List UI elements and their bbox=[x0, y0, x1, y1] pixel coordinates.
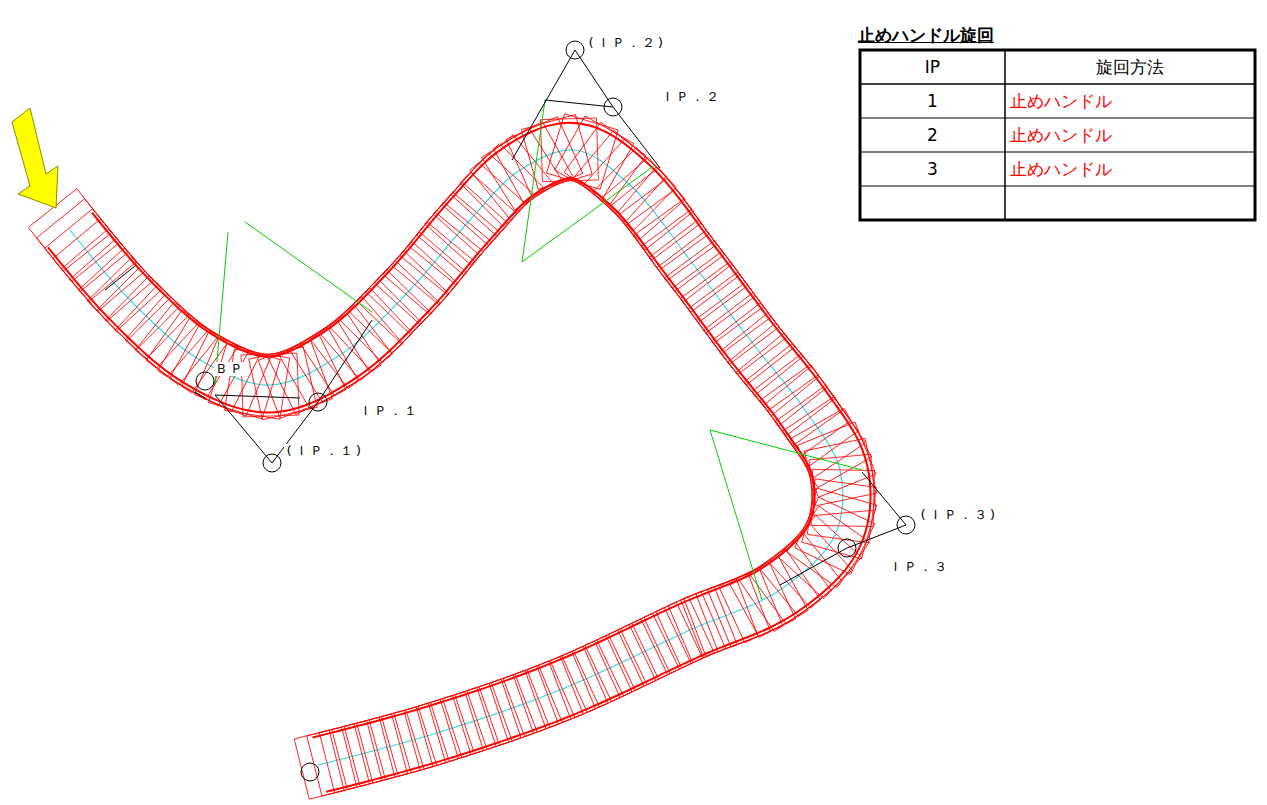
table-header: IP bbox=[860, 58, 1005, 77]
table-cell: 1 bbox=[860, 92, 1005, 111]
table-cell: 止めハンドル bbox=[1010, 92, 1112, 111]
vehicle-outline bbox=[626, 189, 709, 271]
method-table bbox=[860, 50, 1255, 220]
vehicle-outline bbox=[719, 563, 796, 643]
vehicle-outline bbox=[547, 114, 619, 190]
vehicle-outline bbox=[268, 334, 346, 414]
vehicle-outline bbox=[665, 241, 748, 323]
ip-lines bbox=[105, 50, 906, 585]
point-label: (ＩＰ．１) bbox=[284, 444, 366, 458]
vehicle-outline bbox=[641, 210, 724, 292]
vehicle-outline bbox=[759, 533, 842, 616]
vehicle-outline bbox=[506, 117, 582, 196]
vehicle-outline bbox=[443, 688, 496, 758]
vehicle-outline bbox=[632, 608, 691, 679]
guide-lines bbox=[215, 100, 862, 600]
vehicle-outline bbox=[620, 613, 679, 684]
vehicle-outline bbox=[608, 619, 667, 690]
vehicle-outline bbox=[673, 251, 756, 333]
vehicle-outline bbox=[708, 569, 783, 648]
ip-circles bbox=[196, 41, 915, 781]
vehicle-outline bbox=[634, 199, 717, 281]
vehicle-outline bbox=[649, 220, 732, 302]
table-cell: 2 bbox=[860, 126, 1005, 145]
vehicle-outline bbox=[783, 396, 866, 477]
point-label: ＢＰ bbox=[214, 362, 246, 376]
vehicle-outline bbox=[135, 302, 218, 385]
vehicle-outline bbox=[618, 178, 701, 260]
table-header: 旋回方法 bbox=[1005, 58, 1255, 77]
point-label: (ＩＰ．２) bbox=[586, 36, 668, 50]
vehicle-outline bbox=[169, 324, 248, 405]
vehicle-outline bbox=[684, 578, 758, 656]
envelope-line bbox=[48, 178, 815, 737]
table-cell: 止めハンドル bbox=[1010, 160, 1112, 179]
vehicle-outline bbox=[681, 587, 737, 658]
table-cell: 3 bbox=[860, 160, 1005, 179]
vehicle-outline bbox=[696, 574, 771, 652]
vehicle-outline bbox=[597, 625, 656, 696]
vehicle-outline bbox=[790, 408, 872, 487]
vehicle-outline bbox=[585, 630, 644, 701]
table-cell: 止めハンドル bbox=[1010, 126, 1112, 145]
vehicle-outline bbox=[182, 331, 260, 411]
point-label: ＩＰ．２ bbox=[660, 90, 722, 104]
vehicle-outline bbox=[555, 116, 634, 197]
entry-arrow bbox=[12, 108, 58, 208]
point-label: ＩＰ．３ bbox=[888, 560, 950, 574]
vehicle-outline bbox=[225, 349, 290, 419]
vehicle-outline bbox=[258, 341, 332, 419]
vehicle-outline bbox=[775, 386, 858, 468]
vehicle-outline bbox=[657, 230, 740, 312]
center-line bbox=[70, 150, 843, 765]
vehicle-outline bbox=[688, 272, 771, 354]
vehicle-outline bbox=[527, 657, 583, 728]
vehicle-outline bbox=[760, 364, 843, 446]
vehicle-outline bbox=[482, 128, 562, 210]
vehicle-outline bbox=[680, 262, 763, 344]
vehicle-outline bbox=[455, 683, 509, 753]
table-title: 止めハンドル旋回 bbox=[858, 26, 994, 45]
vehicle-outline bbox=[696, 282, 779, 364]
vehicle-outline bbox=[300, 313, 381, 396]
vehicle-outline bbox=[750, 541, 832, 624]
vehicle-outline bbox=[729, 556, 808, 637]
vehicle-outline bbox=[470, 135, 553, 218]
vehicle-outline bbox=[704, 293, 787, 375]
vehicle-outline bbox=[795, 497, 875, 574]
point-label: ＩＰ．１ bbox=[358, 404, 420, 418]
vehicle-track bbox=[28, 114, 876, 799]
vehicle-outline bbox=[290, 320, 370, 402]
envelope-line bbox=[92, 123, 871, 792]
vehicle-outline bbox=[541, 118, 599, 182]
vehicle-outline bbox=[493, 122, 572, 203]
point-label: (ＩＰ．３) bbox=[918, 508, 1000, 522]
